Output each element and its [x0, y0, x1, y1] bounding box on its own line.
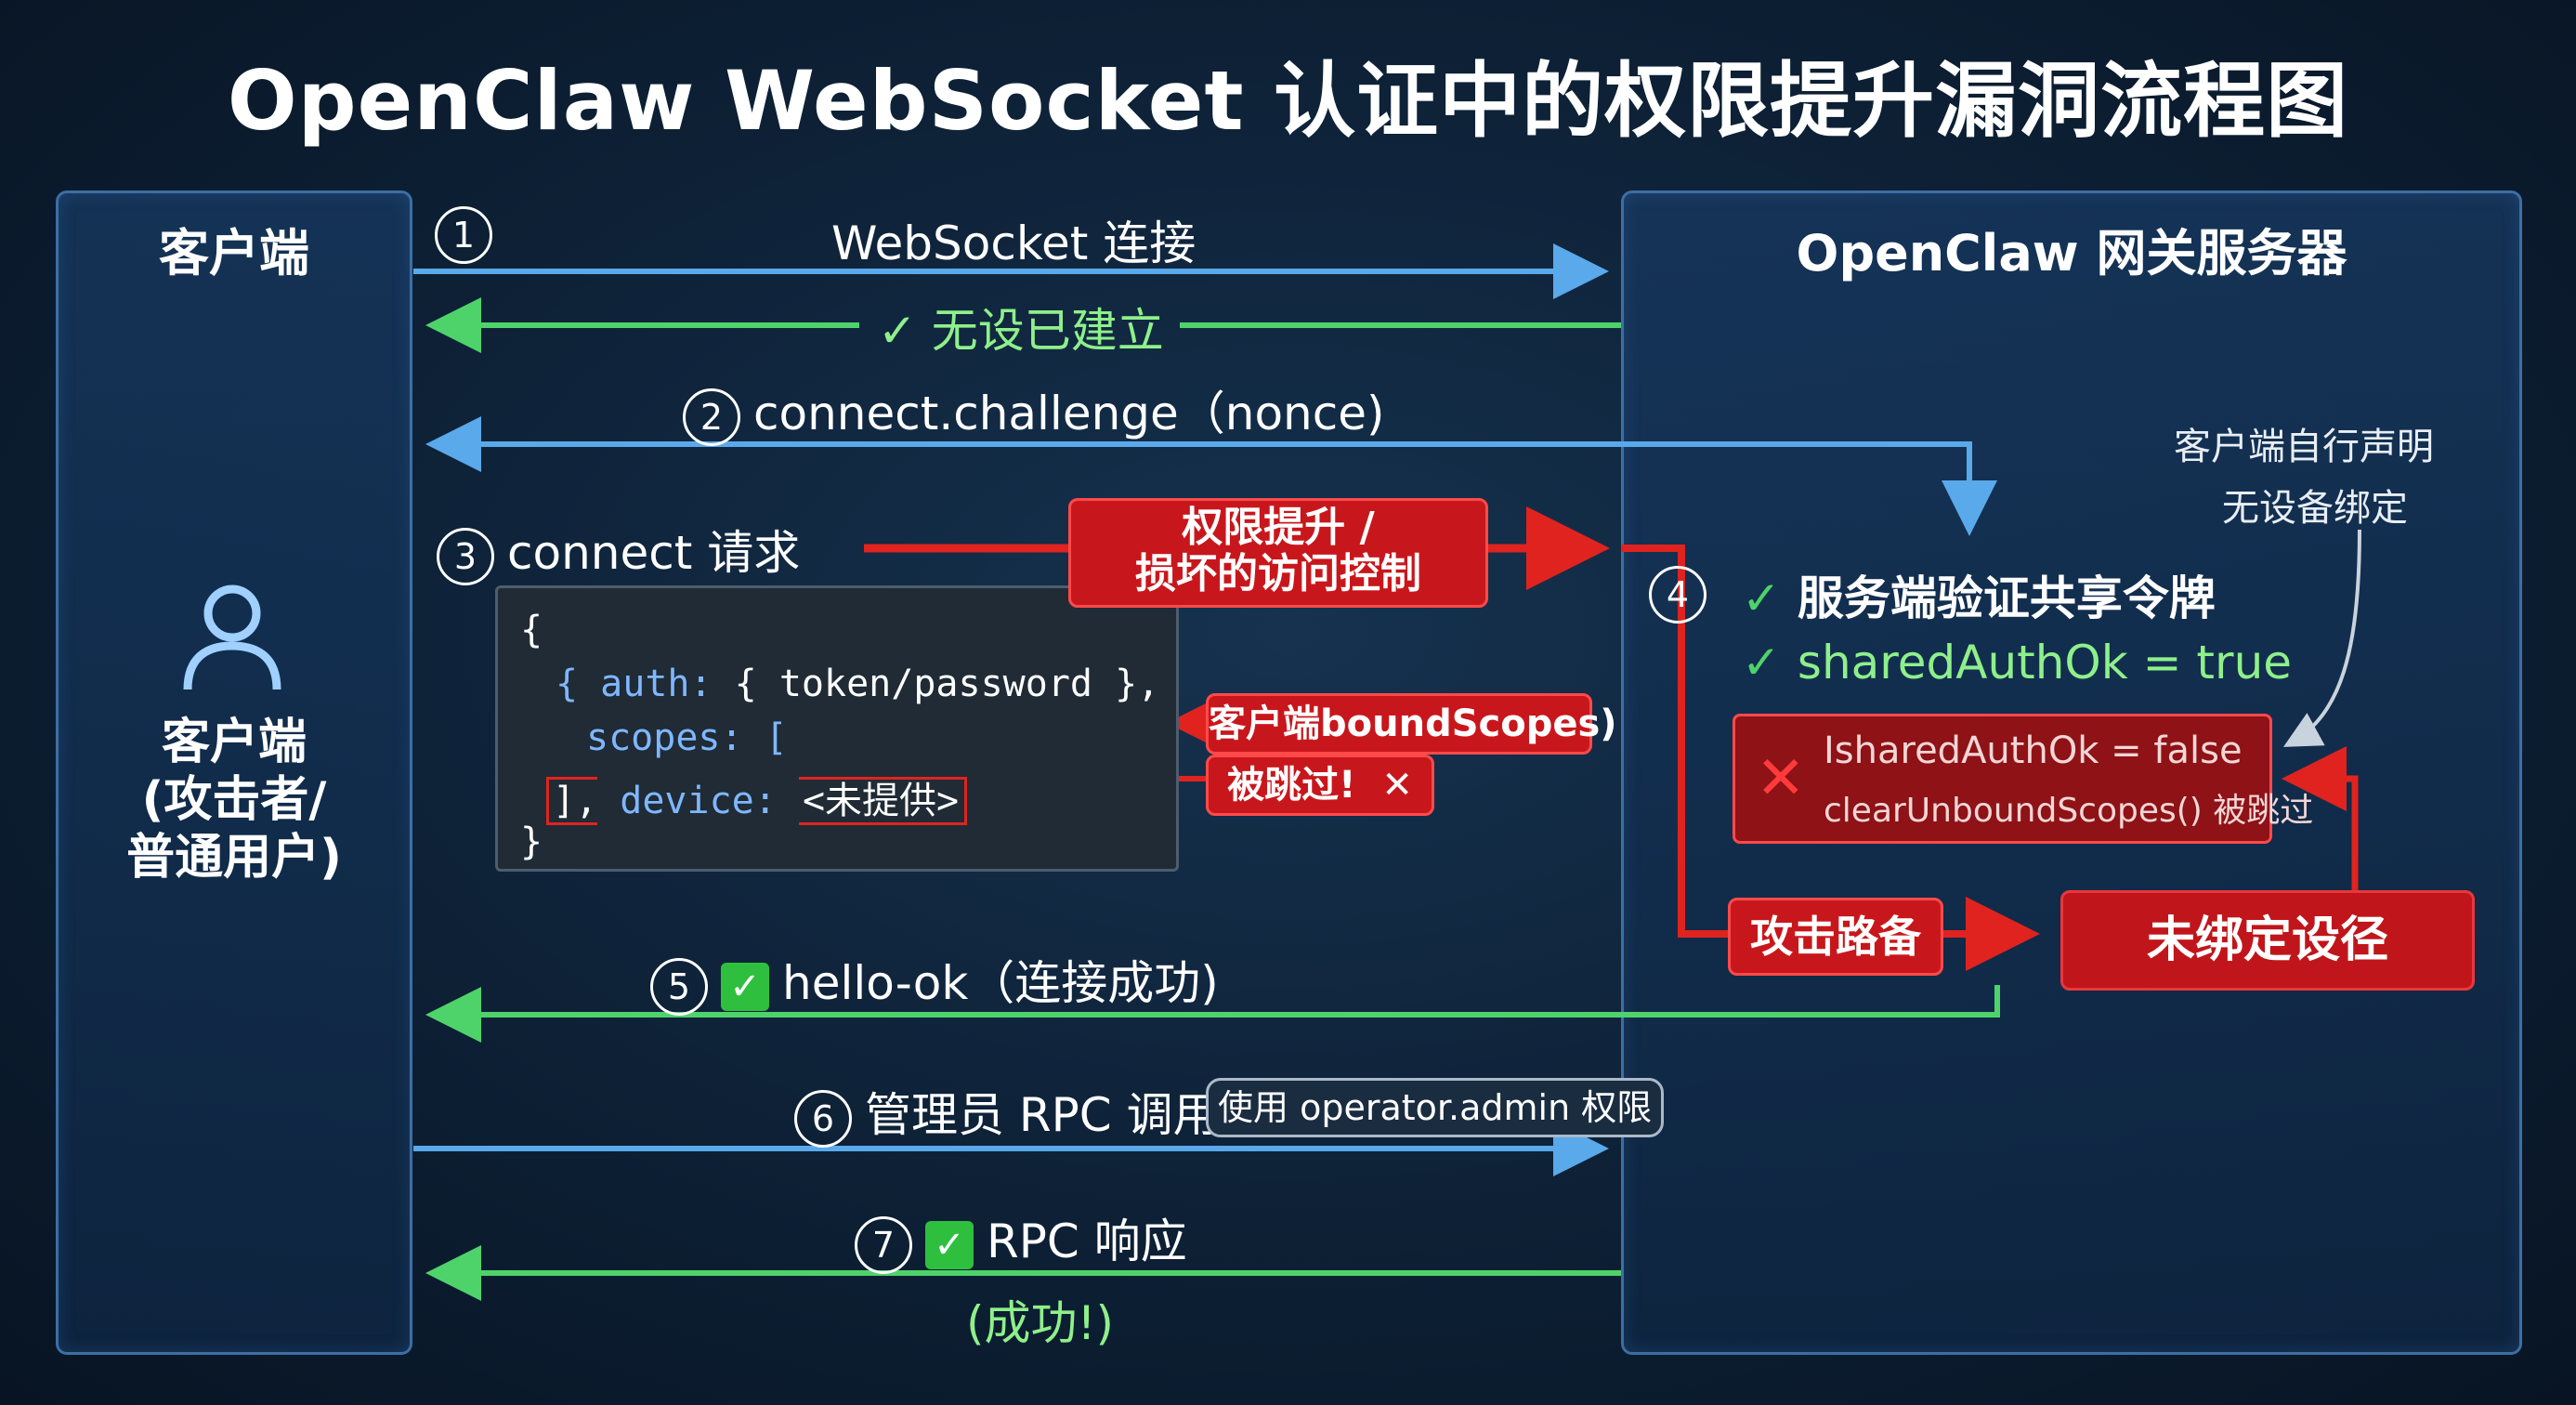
code-auth-key: { auth: — [556, 663, 713, 705]
skipped-label: 被跳过! — [1227, 764, 1356, 807]
code-line-3: scopes: [ — [586, 716, 788, 759]
client-role-line2: (攻击者/ — [141, 772, 327, 828]
page-title: OpenClaw WebSocket 认证中的权限提升漏洞流程图 — [227, 53, 2349, 149]
escalation-line2: 损坏的访问控制 — [1135, 550, 1421, 597]
check-box-icon: ✓ — [925, 1220, 974, 1269]
client-role-line1: 客户端 — [161, 715, 307, 770]
step7-row: 7 ✓ RPC 响应 — [855, 1204, 1187, 1274]
client-panel — [56, 190, 412, 1355]
code-auth-value: { token/password }, — [734, 663, 1160, 705]
check-box-icon: ✓ — [721, 962, 769, 1011]
step3-number: 3 — [437, 527, 494, 585]
step4-number: 4 — [1649, 565, 1706, 624]
check-icon: ✓ — [1742, 571, 1781, 625]
step7-number: 7 — [855, 1215, 912, 1274]
step2-label: connect.challenge（nonce) — [753, 387, 1385, 440]
arrow-step5 — [425, 985, 2000, 1043]
error-line2: clearUnboundScopes() 被跳过 — [1824, 792, 2314, 830]
code-device-value: <未提供> — [798, 777, 968, 825]
step1-number: 1 — [435, 205, 492, 264]
step7-label: RPC 响应 — [987, 1215, 1187, 1268]
step1-reply-label: ✓ 无设已建立 — [878, 304, 1164, 358]
skipped-x-icon: ✕ — [1381, 764, 1413, 807]
note-line2: 无设备绑定 — [2222, 487, 2408, 530]
step4-check2-label: sharedAuthOk = true — [1797, 636, 2293, 689]
step6-number: 6 — [794, 1089, 852, 1148]
bound-scopes-tag: 客户端boundScopes) — [1206, 693, 1617, 755]
code-line-1: { — [520, 609, 543, 651]
shared-auth-error-box: ✕ IsharedAuthOk = false clearUnboundScop… — [1733, 714, 2313, 844]
error-x-icon: ✕ — [1756, 744, 1806, 813]
user-icon — [183, 584, 281, 690]
check-icon: ✓ — [1742, 636, 1781, 689]
step5-number: 5 — [650, 957, 708, 1016]
request-payload-code: { { auth: { token/password }, scopes: [ … — [495, 585, 1179, 872]
step4-check1-label: 服务端验证共享令牌 — [1797, 571, 2216, 625]
self-declare-note: 客户端自行声明 无设备绑定 — [2099, 416, 2434, 532]
arrow-unbound — [2282, 746, 2359, 890]
note-line1: 客户端自行声明 — [2174, 426, 2434, 468]
step4-number-wrap: 4 — [1649, 564, 1720, 624]
privilege-escalation-tag: 权限提升 / 损坏的访问控制 — [1068, 498, 1488, 608]
step5-row: 5 ✓ hello-ok（连接成功) — [650, 946, 1219, 1016]
step4-check2: ✓ sharedAuthOk = true — [1742, 636, 2292, 689]
step5-label: hello-ok（连接成功) — [782, 956, 1219, 1010]
step2-number: 2 — [683, 387, 740, 446]
code-line-2: { auth: { token/password }, — [556, 663, 1159, 705]
server-header: OpenClaw 网关服务器 — [1796, 224, 2347, 282]
admin-scope-pill: 使用 operator.admin 权限 — [1206, 1078, 1665, 1137]
step6-label: 管理员 RPC 调用 — [865, 1088, 1220, 1142]
escalation-line1: 权限提升 / — [1182, 504, 1375, 551]
code-line-5: } — [520, 821, 543, 863]
skipped-tag: 被跳过! ✕ — [1206, 755, 1434, 816]
step1-number-wrap: 1 — [435, 204, 505, 264]
client-header: 客户端 — [159, 224, 309, 282]
step1-label: WebSocket 连接 — [831, 217, 1196, 270]
step3-label: connect 请求 — [507, 526, 801, 580]
code-line-4: ], device: <未提供> — [546, 770, 968, 825]
step7-sub: (成功!) — [966, 1296, 1115, 1350]
error-line1: IsharedAuthOk = false — [1824, 729, 2243, 772]
arrow-note — [2282, 529, 2361, 747]
code-device-key: device: — [620, 780, 777, 822]
attack-path-tag: 攻击路备 — [1728, 898, 1943, 976]
client-role: 客户端 (攻击者/ 普通用户) — [56, 714, 412, 886]
code-bracket: ], — [546, 777, 598, 825]
unbound-path-box: 未绑定设径 — [2060, 890, 2475, 991]
client-role-line3: 普通用户) — [126, 830, 342, 886]
step4-check1: ✓ 服务端验证共享令牌 — [1742, 561, 2216, 628]
